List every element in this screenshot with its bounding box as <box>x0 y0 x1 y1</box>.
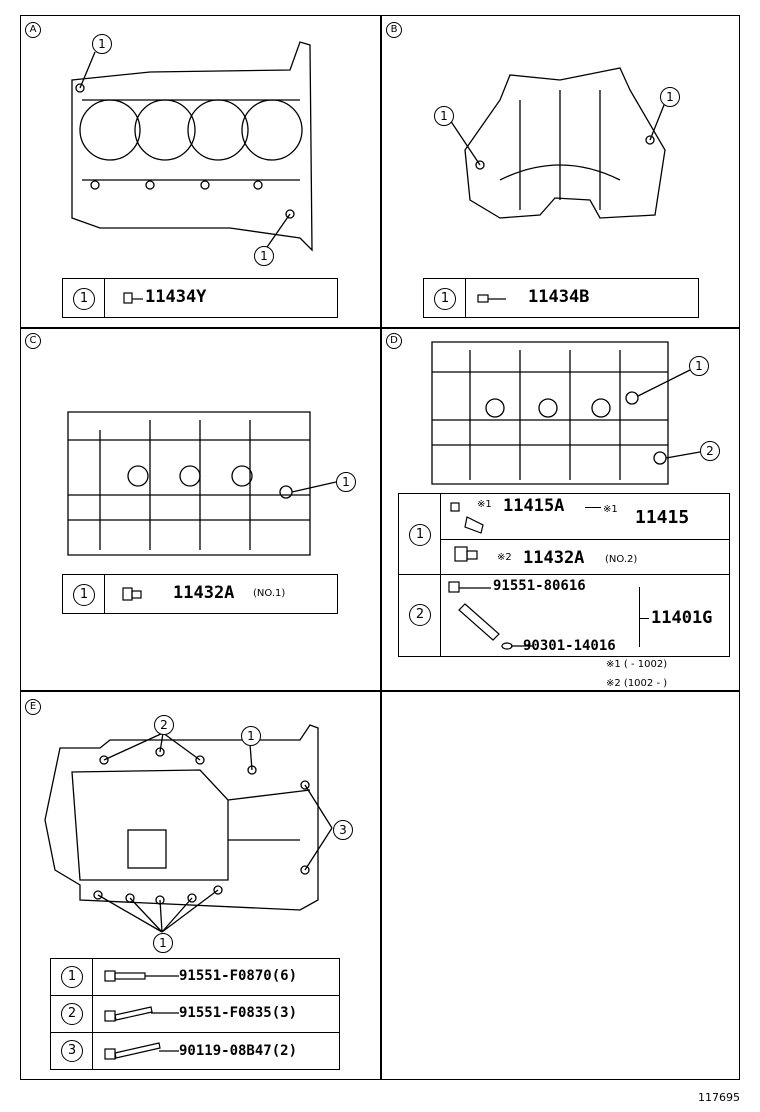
panel-label-d: D <box>386 333 402 349</box>
bolt-icon <box>104 970 179 982</box>
mark-2: ※2 <box>497 552 512 563</box>
plug-icon <box>477 294 506 303</box>
part-number-b: 11434B <box>528 287 590 307</box>
plug-icon <box>123 292 143 304</box>
part-11415: 11415 <box>635 507 690 528</box>
callout-3: 3 <box>333 820 353 840</box>
part-11432a: 11432A <box>523 548 585 568</box>
callout-1: 1 <box>689 356 709 376</box>
callout-1-left: 1 <box>434 106 454 126</box>
cylinder-block-top-view <box>71 41 313 252</box>
legend-d-index-1: 1 <box>409 524 431 546</box>
part-90301-14016: 90301-14016 <box>523 638 616 654</box>
legend-a: 1 11434Y <box>62 278 338 318</box>
bolt-icon <box>104 1042 179 1060</box>
legend-c-index: 1 <box>73 584 95 606</box>
callout-1-bottom: 1 <box>254 246 274 266</box>
row-divider-2 <box>20 690 740 692</box>
part-number-a: 11434Y <box>145 287 207 307</box>
footnote-2: ※2 (1002 - ) <box>606 678 668 689</box>
callout-2: 2 <box>700 441 720 461</box>
cylinder-block-side-view-rear <box>431 341 701 485</box>
legend-d-index-2: 2 <box>409 604 431 626</box>
panel-label-e: E <box>25 699 41 715</box>
callout-1: 1 <box>336 472 356 492</box>
callout-1-right: 1 <box>660 87 680 107</box>
mark-1a: ※1 <box>477 499 492 510</box>
legend-a-index: 1 <box>73 288 95 310</box>
bolt-icon <box>104 1006 179 1022</box>
legend-e: 1 91551-F0870(6) 2 91551-F0835(3) 3 9011… <box>50 958 340 1070</box>
legend-c: 1 11432A (NO.1) <box>62 574 338 614</box>
diagram-id: 117695 <box>698 1091 740 1104</box>
footnote-1: ※1 ( - 1002) <box>606 659 668 670</box>
cylinder-block-front-view <box>449 67 667 219</box>
part-91551-f0870: 91551-F0870(6) <box>179 968 298 984</box>
callout-1-bottom: 1 <box>153 933 173 953</box>
part-91551-80616: 91551-80616 <box>493 578 586 594</box>
part-11401g: 11401G <box>651 608 713 628</box>
part-note-no2: (NO.2) <box>605 554 638 565</box>
oil-pan-view <box>44 724 333 933</box>
panel-label-c: C <box>25 333 41 349</box>
legend-e-index-3: 3 <box>61 1040 83 1062</box>
row-divider-1 <box>20 327 740 329</box>
callout-1-top: 1 <box>241 726 261 746</box>
legend-b-index: 1 <box>434 288 456 310</box>
part-91551-f0835: 91551-F0835(3) <box>179 1005 298 1021</box>
oil-jet-icon <box>448 581 533 650</box>
callout-1-top: 1 <box>92 34 112 54</box>
panel-label-a: A <box>25 22 41 38</box>
legend-b: 1 11434B <box>423 278 699 318</box>
mark-1b: ※1 <box>603 504 618 515</box>
cylinder-block-side-view <box>67 411 337 556</box>
part-11415a: 11415A <box>503 496 565 516</box>
vertical-divider <box>380 15 382 1080</box>
panel-label-b: B <box>386 22 402 38</box>
legend-d: 1 ※1 11415A ※1 11415 ※2 11432A (NO.2) 2 … <box>398 493 730 657</box>
plug-icon <box>454 546 478 562</box>
callout-2: 2 <box>154 715 174 735</box>
part-note-c: (NO.1) <box>253 588 286 599</box>
part-90119-08b47: 90119-08B47(2) <box>179 1043 298 1059</box>
part-number-c: 11432A <box>173 583 235 603</box>
plug-icon <box>122 587 142 601</box>
legend-e-index-1: 1 <box>61 966 83 988</box>
legend-e-index-2: 2 <box>61 1003 83 1025</box>
sensor-icon <box>450 502 484 534</box>
